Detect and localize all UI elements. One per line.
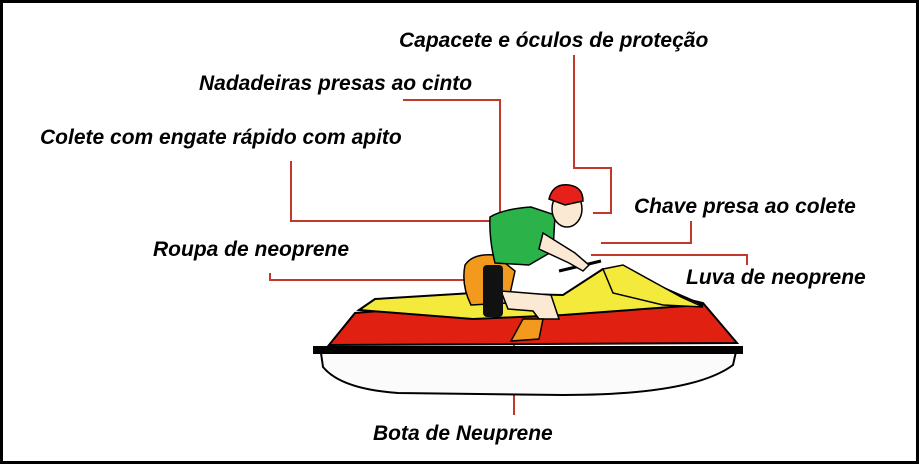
leader-line-vest	[290, 161, 494, 235]
leader-lines	[269, 55, 748, 415]
jet-ski-illustration	[269, 55, 748, 415]
leader-line-helmet	[573, 55, 612, 214]
label-boot: Bota de Neuprene	[373, 422, 553, 445]
label-key: Chave presa ao colete	[634, 195, 856, 218]
label-fins: Nadadeiras presas ao cinto	[199, 72, 473, 95]
hull-bottom	[319, 345, 739, 397]
rider-arm	[538, 231, 591, 272]
leader-line-glove	[591, 254, 748, 265]
label-vest: Colete com engate rápido com apito	[40, 126, 402, 149]
leader-line-wetsuit	[269, 273, 473, 281]
leader-line-fins	[403, 99, 501, 228]
label-wetsuit: Roupa de neoprene	[153, 238, 350, 261]
hull-black-stripe	[313, 346, 743, 354]
rider-boot	[509, 318, 544, 342]
rider	[463, 184, 591, 342]
jet-ski-hull	[313, 259, 743, 397]
label-glove: Luva de neoprene	[686, 266, 866, 289]
label-helmet: Capacete e óculos de proteção	[399, 29, 709, 52]
rider-fins	[483, 265, 503, 317]
hull-yellow-nose	[601, 264, 704, 308]
rider-helmet	[548, 184, 584, 206]
leader-line-key	[601, 221, 692, 244]
